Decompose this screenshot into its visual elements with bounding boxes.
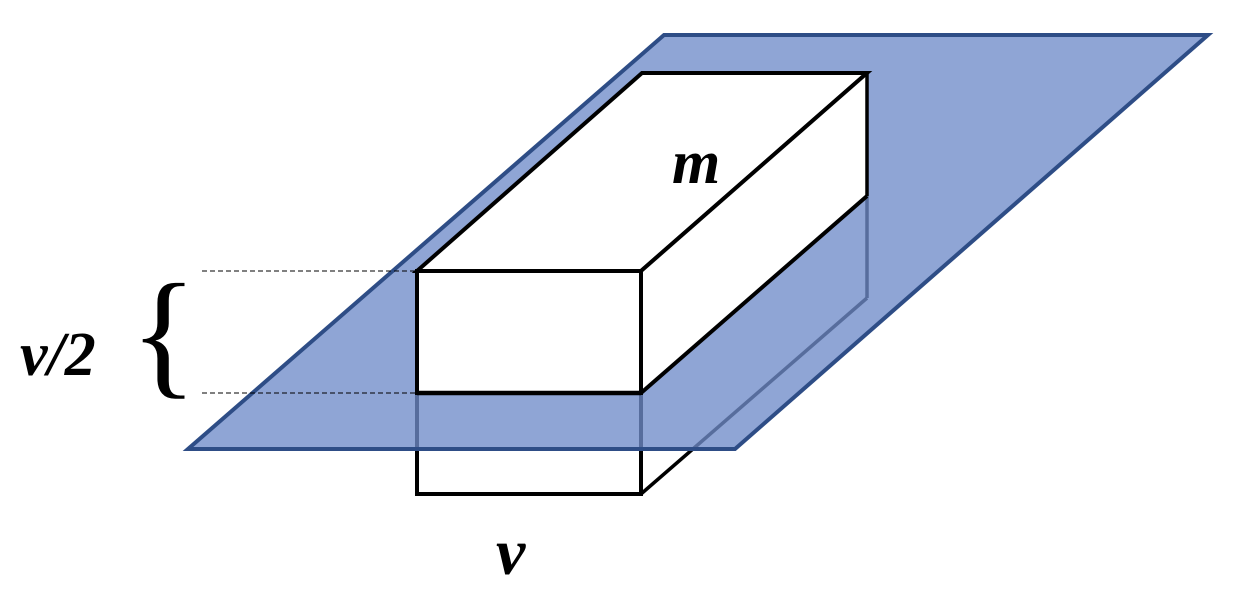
box-top-right-edge: [639, 71, 869, 273]
box-right-face: [641, 73, 867, 393]
box-upper-part: [411, 71, 873, 396]
height-guides: [202, 270, 417, 394]
label-v: v: [496, 516, 526, 589]
label-v-half: v/2: [20, 321, 96, 389]
height-brace: {: [130, 256, 197, 411]
box-upper-front-face: [415, 269, 643, 395]
label-m: m: [672, 129, 720, 197]
box-waterline-right-edge: [639, 194, 869, 395]
